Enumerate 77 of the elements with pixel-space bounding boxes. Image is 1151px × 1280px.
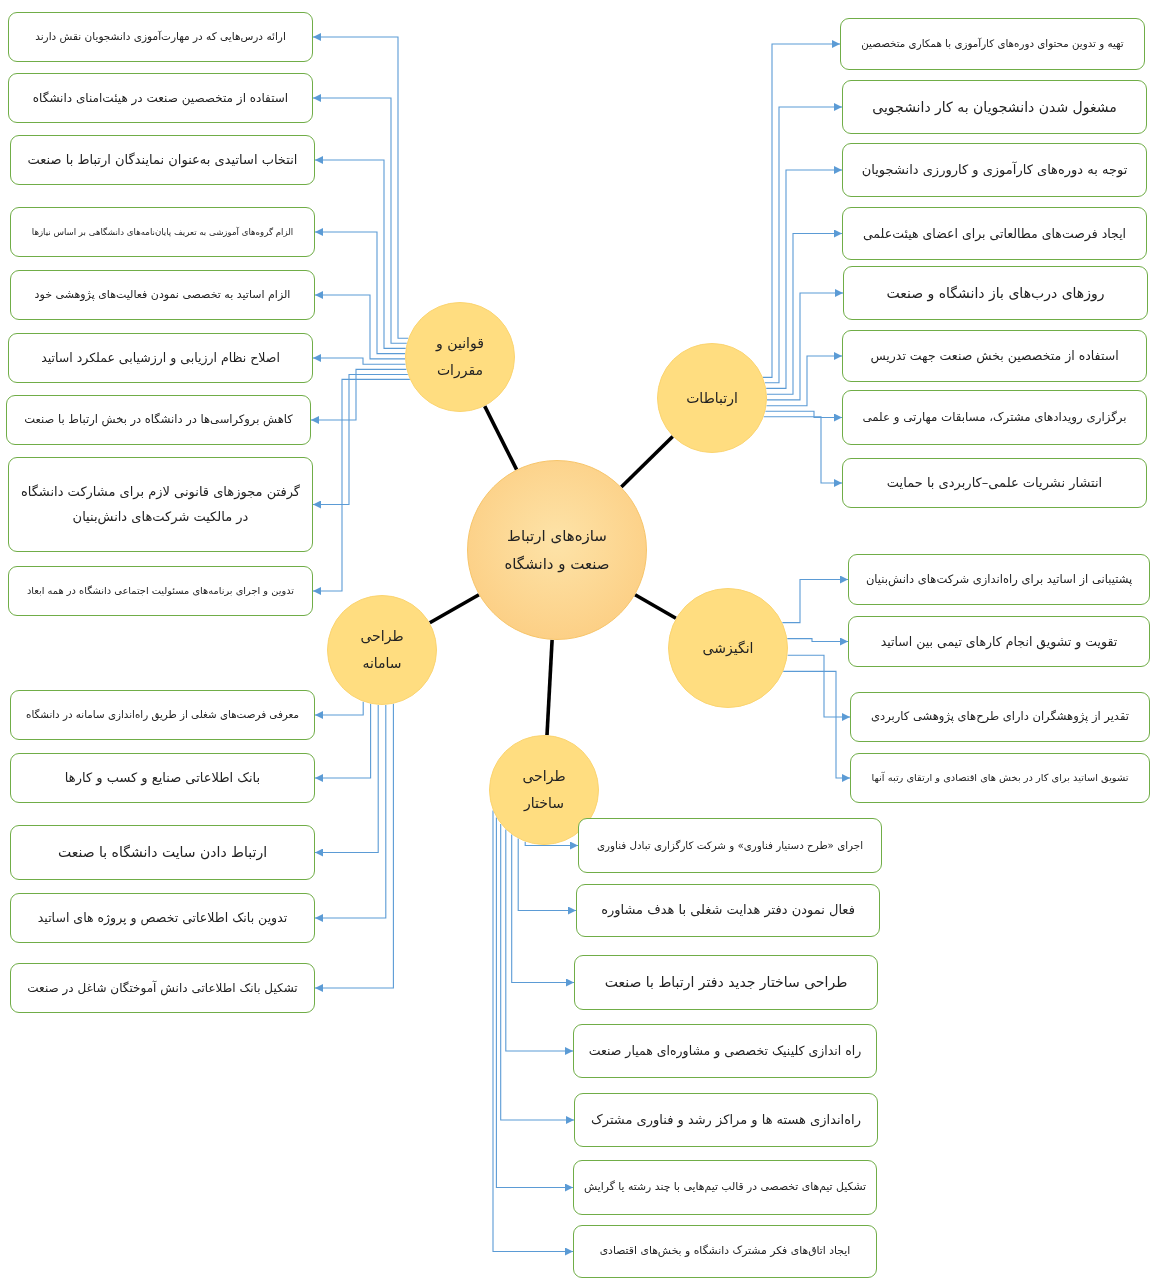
arrow	[766, 229, 843, 395]
arrow	[505, 829, 574, 1055]
text-box: اجرای «طرح دستیار فناوری» و شرکت کارگزاری تبادل فناوری	[578, 818, 882, 873]
arrow	[765, 352, 843, 407]
arrow	[312, 373, 409, 509]
text-box: فعال نمودن دفتر هدایت شغلی با هدف مشاوره	[576, 884, 880, 937]
text-box: توجه به دوره‌های کارآموزی و کارورزی دانشجویان	[842, 143, 1147, 197]
category-circle: انگیزشی	[668, 588, 788, 708]
arrow	[492, 810, 574, 1256]
arrow	[517, 838, 577, 915]
arrow	[511, 833, 575, 987]
text-box: تقویت و تشویق انجام کارهای تیمی بین اساتید	[848, 616, 1150, 667]
text-box: ارتباط دادن سایت دانشگاه با صنعت	[10, 825, 315, 880]
category-circle: طراحی ساختار	[489, 735, 599, 845]
connector	[483, 405, 519, 471]
arrow	[782, 670, 851, 782]
connector	[428, 593, 480, 625]
arrow	[762, 40, 841, 378]
text-box: استفاده از متخصصین بخش صنعت جهت تدریس	[842, 330, 1147, 382]
arrow	[764, 410, 843, 422]
text-box: معرفی فرصت‌های شغلی از طریق راه‌اندازی سامانه در دانشگاه	[10, 690, 315, 740]
text-box: طراحی ساختار جدید دفتر ارتباط با صنعت	[574, 955, 878, 1010]
arrow	[765, 166, 843, 389]
text-box: راه اندازی کلینیک تخصصی و مشاوره‌ای همیار صنعت	[573, 1024, 877, 1078]
text-box: الزام اساتید به تخصصی نمودن فعالیت‌های پژوهشی خود	[10, 270, 315, 320]
text-box: انتخاب اساتیدی به‌عنوان نمایندگان ارتباط با صنعت	[10, 135, 315, 185]
arrow	[524, 841, 579, 850]
arrow	[314, 703, 372, 782]
arrow	[787, 654, 851, 721]
arrow	[766, 289, 844, 401]
connector	[620, 435, 674, 489]
category-circle: قوانین و مقررات	[405, 302, 515, 412]
arrow	[500, 823, 575, 1124]
text-box: بانک اطلاعاتی صنایع و کسب و کارها	[10, 753, 315, 803]
text-box: ایجاد فرصت‌های مطالعاتی برای اعضای هیئت‌علمی	[842, 207, 1147, 260]
text-box: انتشار نشریات علمی–کاربردی با حمایت	[842, 458, 1147, 508]
arrow	[763, 416, 843, 487]
arrow	[314, 291, 406, 360]
text-box: تقدیر از پژوهشگران دارای طرح‌های پژوهشی کاربردی	[850, 692, 1150, 742]
arrow	[781, 575, 849, 624]
text-box: ارائه درس‌هایی که در مهارت‌آموزی دانشجویان نقش دارند	[8, 12, 313, 62]
arrow	[312, 378, 411, 595]
central-circle: سازه‌های ارتباط صنعت و دانشگاه	[467, 460, 647, 640]
text-box: اصلاح نظام ارزیابی و ارزشیابی عملکرد اساتید	[8, 333, 313, 383]
arrow	[314, 701, 364, 719]
arrow	[314, 704, 387, 922]
arrow	[312, 94, 408, 344]
text-box: راه‌اندازی هسته ها و مراکز رشد و فناوری مشترک	[574, 1093, 878, 1147]
text-box: تدوین و اجرای برنامه‌های مسئولیت اجتماعی دانشگاه در همه ابعاد	[8, 566, 313, 616]
arrow	[314, 156, 407, 349]
text-box: استفاده از متخصصین صنعت در هیئت‌امنای دانشگاه	[8, 73, 313, 123]
arrow	[495, 816, 574, 1192]
text-box: برگزاری رویدادهای مشترک، مسابقات مهارتی و علمی	[842, 390, 1147, 445]
text-box: تدوین بانک اطلاعاتی تخصص و پروژه های اساتید	[10, 893, 315, 943]
arrow	[312, 354, 407, 365]
arrow	[312, 33, 409, 339]
text-box: تشویق اساتید برای کار در بخش های اقتصادی و ارتقای رتبه آنها	[850, 753, 1150, 803]
arrow	[786, 637, 849, 646]
arrow	[314, 228, 406, 355]
text-box: الزام گروه‌های آموزشی به تعریف پایان‌نامه‌های دانشگاهی بر اساس نیازها	[10, 207, 315, 257]
text-box: مشغول شدن دانشجویان به کار دانشجویی	[842, 80, 1147, 134]
text-box: پشتیبانی از اساتید برای راه‌اندازی شرکت‌های دانش‌بنیان	[848, 554, 1150, 605]
connector	[545, 639, 554, 736]
text-box: تشکیل تیم‌های تخصصی در قالب تیم‌هایی با چند رشته یا گرایش	[573, 1160, 877, 1215]
arrow	[314, 703, 394, 992]
arrow	[764, 103, 843, 384]
text-box: ایجاد اتاق‌های فکر مشترک دانشگاه و بخش‌های اقتصادی	[573, 1225, 877, 1278]
text-box: روزهای درب‌های باز دانشگاه و صنعت	[843, 266, 1148, 320]
arrow	[314, 704, 379, 857]
text-box: گرفتن مجوزهای قانونی لازم برای مشارکت دانشگاه در مالکیت شرکت‌های دانش‌بنیان	[8, 457, 313, 552]
category-circle: ارتباطات	[657, 343, 767, 453]
text-box: تشکیل بانک اطلاعاتی دانش آموختگان شاغل در صنعت	[10, 963, 315, 1013]
connector	[634, 593, 677, 620]
arrow	[310, 368, 407, 424]
text-box: تهیه و تدوین محتوای دوره‌های کارآموزی با همکاری متخصصین	[840, 18, 1145, 70]
category-circle: طراحی سامانه	[327, 595, 437, 705]
text-box: کاهش بروکراسی‌ها در دانشگاه در بخش ارتباط با صنعت	[6, 395, 311, 445]
